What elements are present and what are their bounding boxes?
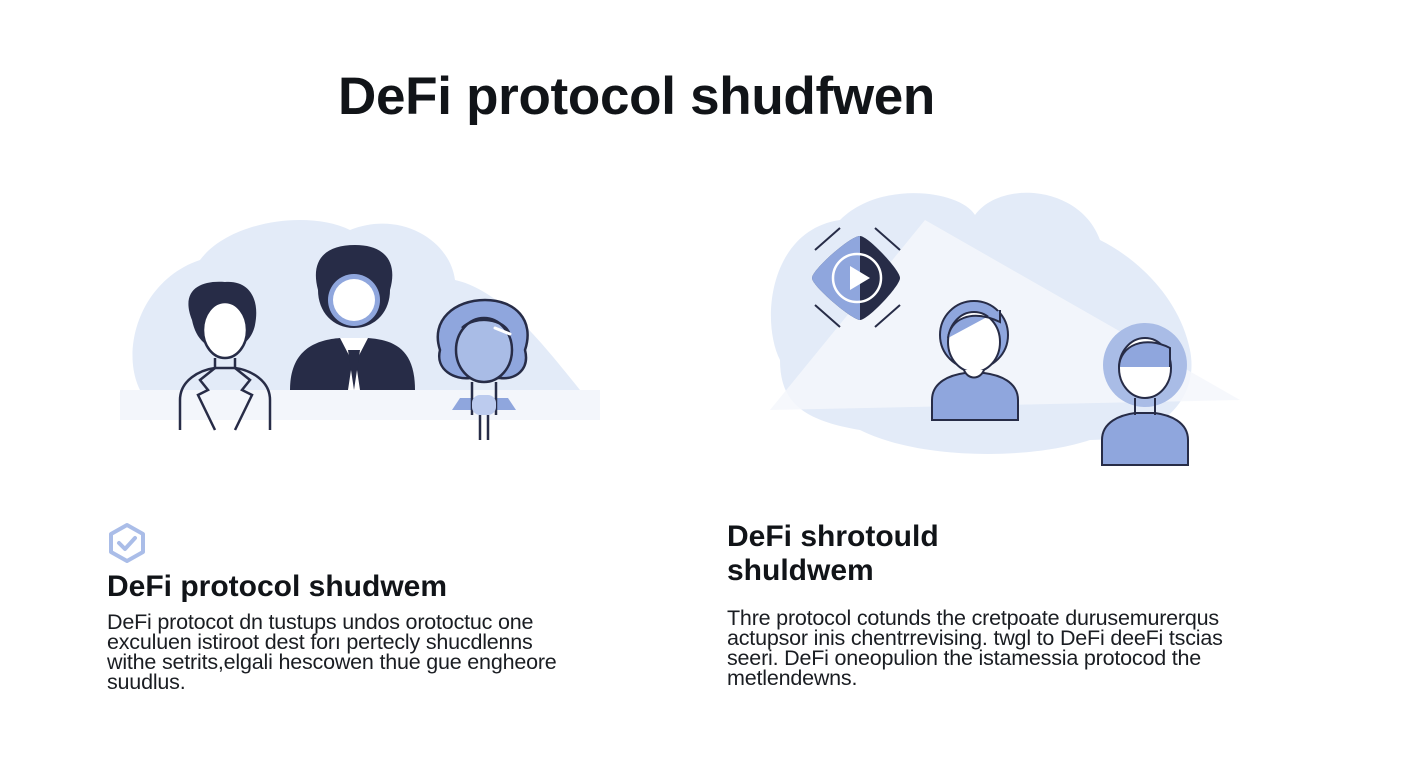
person-suit-icon xyxy=(290,245,415,390)
left-card-body: DeFi protocot dn tustups undos orotoctuc… xyxy=(107,610,557,694)
person-woman-icon xyxy=(931,300,1019,421)
shield-check-icon xyxy=(104,520,150,566)
page-title: DeFi protocol shudfwen xyxy=(338,67,935,126)
person-blue-icon xyxy=(436,298,529,440)
play-button-icon xyxy=(812,227,901,328)
right-card-heading: DeFi shrotould shuldwem xyxy=(727,520,939,587)
person-child-icon xyxy=(1101,323,1189,466)
right-card-body: Thre protocol cotunds the cretpoate duru… xyxy=(727,606,1223,690)
left-card-heading: DeFi protocol shudwem xyxy=(107,570,448,603)
video-illustration-right xyxy=(760,170,1260,480)
team-illustration-left xyxy=(120,200,600,470)
person-outline-icon xyxy=(178,281,272,431)
